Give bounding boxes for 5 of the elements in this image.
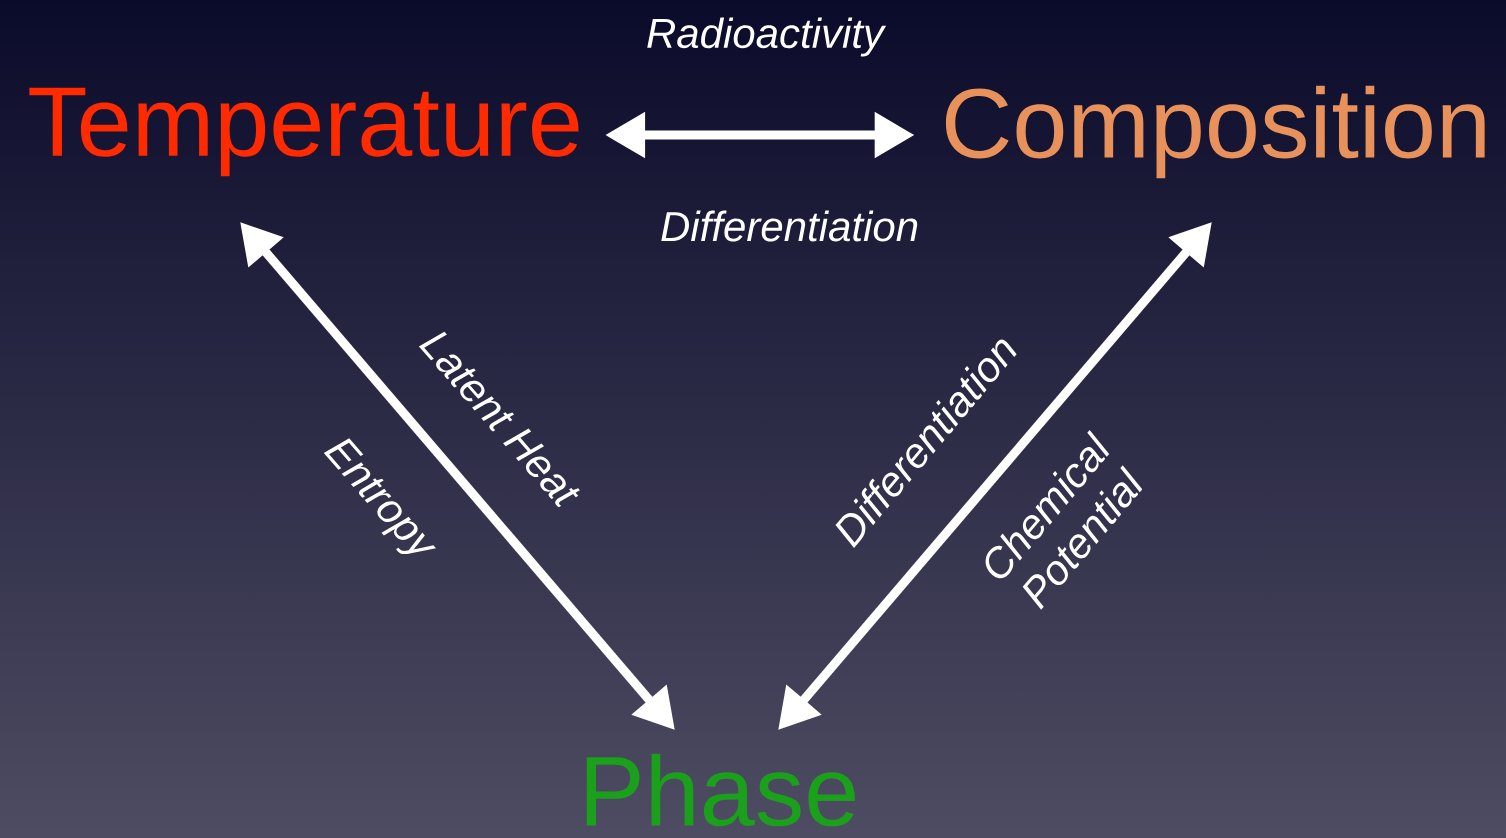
- node-label: Phase: [586, 753, 855, 827]
- node-label: Composition: [945, 85, 1485, 179]
- node-label: Temperature: [29, 87, 579, 177]
- text-label: Differentiation: [661, 210, 918, 242]
- edge-label: Radioactivity: [647, 17, 887, 57]
